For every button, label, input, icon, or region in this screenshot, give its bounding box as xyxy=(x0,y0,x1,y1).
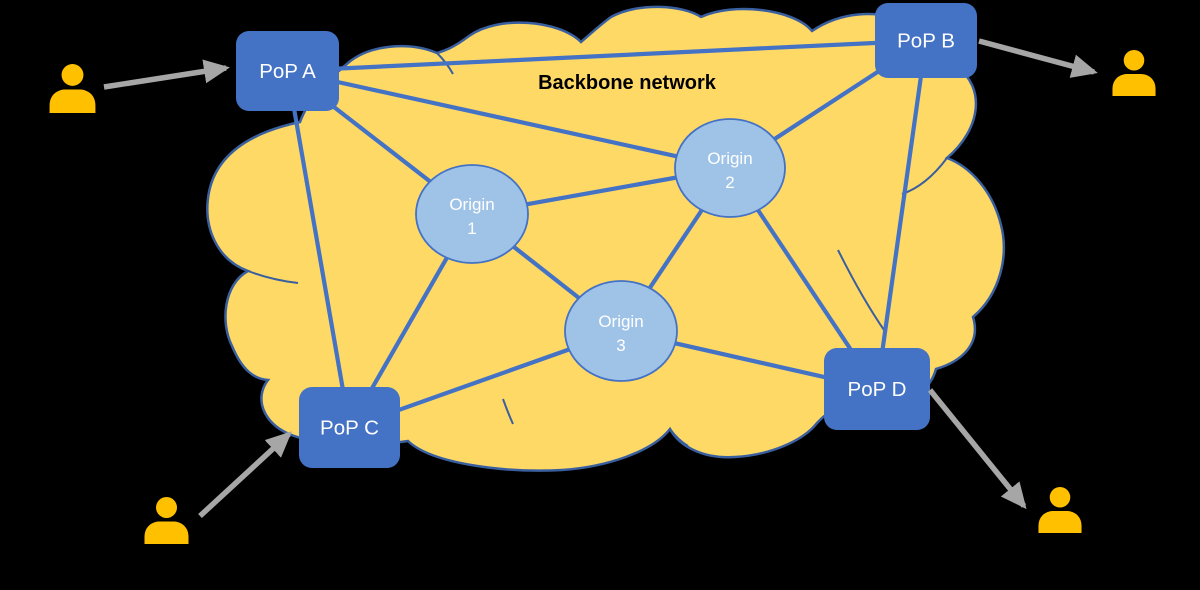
traffic-arrows xyxy=(103,38,1098,519)
cloud-crease xyxy=(669,428,689,447)
user-body xyxy=(49,89,96,113)
link-pop-a-origin-2 xyxy=(287,68,731,171)
pop-b-box xyxy=(875,3,977,78)
origin-3-ellipse xyxy=(564,280,678,382)
origin-1-ellipse xyxy=(415,164,529,264)
link-pop-a-pop-b xyxy=(287,38,927,74)
arrow-pop-b-to-user-top-right xyxy=(978,38,1098,78)
arrow-pop-d-to-user-bottom-right xyxy=(927,388,1027,510)
node-pop-a: PoP A xyxy=(236,31,339,111)
user-bottom-right-icon xyxy=(1038,487,1082,533)
node-pop-c: PoP C xyxy=(299,387,400,468)
cloud-crease xyxy=(502,398,514,425)
pop-c-label: PoP C xyxy=(320,417,379,440)
user-bottom-left-icon xyxy=(144,497,189,544)
user-top-left-icon xyxy=(49,64,96,113)
backbone-network-label: Backbone network xyxy=(538,72,717,94)
node-pop-d: PoP D xyxy=(824,348,930,430)
node-pop-b: PoP B xyxy=(875,3,977,78)
user-head xyxy=(61,64,84,86)
user-body xyxy=(144,521,189,544)
user-body xyxy=(1038,510,1082,533)
user-head xyxy=(1049,487,1071,508)
link-pop-b-pop-d xyxy=(874,40,929,390)
cloud-crease xyxy=(837,249,885,331)
pop-a-label: PoP A xyxy=(259,60,316,83)
link-pop-a-pop-c xyxy=(285,70,352,428)
user-body xyxy=(1112,73,1156,96)
pop-c-box xyxy=(299,387,400,468)
pop-d-box xyxy=(824,348,930,430)
origin-2-ellipse xyxy=(674,118,786,218)
user-icons xyxy=(49,50,1156,544)
backbone-cloud-shape xyxy=(206,5,1005,472)
arrow-user-top-left-to-pop-a xyxy=(103,59,230,90)
pop-d-label: PoP D xyxy=(848,378,907,401)
arrow-user-bottom-left-to-pop-c xyxy=(198,431,292,519)
cloud-crease xyxy=(247,270,299,284)
pop-a-box xyxy=(236,31,339,111)
pop-b-label: PoP B xyxy=(897,30,955,53)
user-top-right-icon xyxy=(1112,50,1156,96)
user-head xyxy=(1123,50,1145,71)
user-head xyxy=(156,497,177,518)
